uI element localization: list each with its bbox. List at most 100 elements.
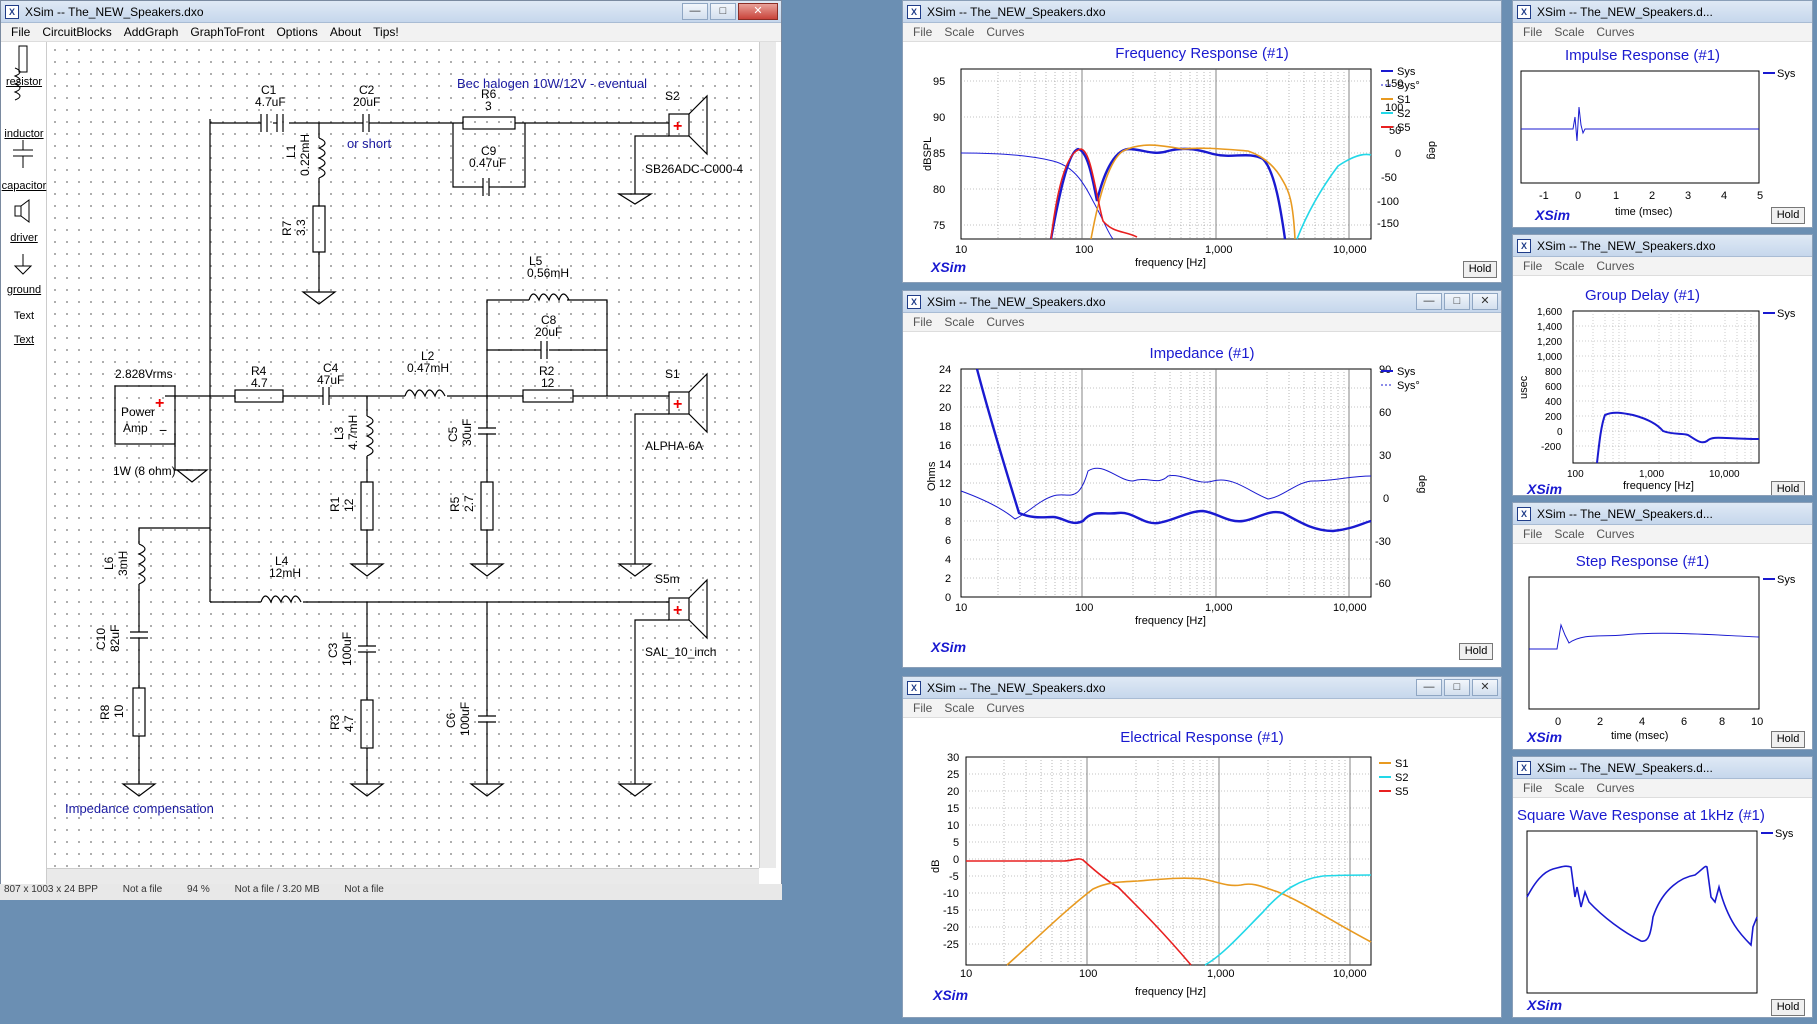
r1-symbol <box>360 481 374 531</box>
square-menu-file[interactable]: File <box>1523 781 1543 795</box>
elec-window-title: XSim -- The_NEW_Speakers.dxo <box>927 681 1106 695</box>
freq-menu-curves[interactable]: Curves <box>986 25 1025 39</box>
close-icon[interactable]: ✕ <box>738 3 778 20</box>
gd-menu-curves[interactable]: Curves <box>1596 259 1635 273</box>
schematic-canvas[interactable]: + + + + C1 4.7uF C2 20uF R6 3 C9 0.47uF … <box>47 42 759 885</box>
elec-xsim-logo: XSim <box>933 987 969 1003</box>
step-xtick: 4 <box>1639 716 1645 728</box>
freq-titlebar[interactable]: X XSim -- The_NEW_Speakers.dxo <box>903 1 1501 23</box>
step-menu-scale[interactable]: Scale <box>1554 527 1585 541</box>
r1-value: 12 <box>342 498 356 512</box>
freq-menu-file[interactable]: File <box>913 25 933 39</box>
square-titlebar[interactable]: X XSim -- The_NEW_Speakers.d... <box>1513 757 1812 779</box>
palette-driver[interactable]: driver <box>10 232 38 244</box>
gd-ytick: 200 <box>1545 412 1562 423</box>
ground-c6 <box>469 783 505 797</box>
square-menu-scale[interactable]: Scale <box>1554 781 1585 795</box>
minimize-icon[interactable]: — <box>1416 679 1442 696</box>
elec-titlebar[interactable]: X XSim -- The_NEW_Speakers.dxo — □ ✕ <box>903 677 1501 699</box>
freq-menu-scale[interactable]: Scale <box>944 25 975 39</box>
ground-s1 <box>617 563 653 577</box>
imp-ytick: 18 <box>939 421 951 433</box>
s1-plus-icon: + <box>673 396 682 413</box>
menu-addgraph[interactable]: AddGraph <box>123 25 179 39</box>
close-icon[interactable]: ✕ <box>1472 293 1498 310</box>
r6-symbol <box>462 116 516 130</box>
freq-hold-button[interactable]: Hold <box>1463 261 1497 278</box>
impulse-xtick: 1 <box>1613 190 1619 202</box>
elec-menu-curves[interactable]: Curves <box>986 701 1025 715</box>
minimize-icon[interactable]: — <box>682 3 708 20</box>
close-icon[interactable]: ✕ <box>1472 679 1498 696</box>
gd-xtick: 100 <box>1567 469 1584 480</box>
imp-ytick: 14 <box>939 459 951 471</box>
r1-name: R1 <box>328 496 342 512</box>
impulse-menu-curves[interactable]: Curves <box>1596 25 1635 39</box>
imp-legend-sys-phase: Sys° <box>1397 380 1420 392</box>
step-menu-file[interactable]: File <box>1523 527 1543 541</box>
c2-symbol <box>362 114 370 132</box>
menu-about[interactable]: About <box>329 25 362 39</box>
imp-titlebar[interactable]: X XSim -- The_NEW_Speakers.dxo — □ ✕ <box>903 291 1501 313</box>
elec-menu-scale[interactable]: Scale <box>944 701 975 715</box>
impulse-menu-file[interactable]: File <box>1523 25 1543 39</box>
elec-xlabel: frequency [Hz] <box>1135 986 1206 998</box>
square-hold-button[interactable]: Hold <box>1771 999 1805 1016</box>
elec-menu-file[interactable]: File <box>913 701 933 715</box>
capacitor-icon <box>13 140 33 168</box>
maximize-icon[interactable]: □ <box>1444 679 1470 696</box>
s2-driver-cone <box>688 94 708 156</box>
palette-text[interactable]: Text <box>13 310 35 322</box>
freq-chart: 95 90 85 80 75 150 100 50 0 -50 -100 -15… <box>922 66 1438 269</box>
imp-menu-scale[interactable]: Scale <box>944 315 975 329</box>
s2-name: S2 <box>665 89 680 103</box>
impulse-menu-scale[interactable]: Scale <box>1554 25 1585 39</box>
menu-circuitblocks[interactable]: CircuitBlocks <box>42 25 112 39</box>
square-menu-curves[interactable]: Curves <box>1596 781 1635 795</box>
menu-graphtofront[interactable]: GraphToFront <box>190 25 265 39</box>
imp-menu-curves[interactable]: Curves <box>986 315 1025 329</box>
maximize-icon[interactable]: □ <box>710 3 736 20</box>
elec-ytick: 10 <box>947 820 959 832</box>
impulse-titlebar[interactable]: X XSim -- The_NEW_Speakers.d... <box>1513 1 1812 23</box>
menu-options[interactable]: Options <box>276 25 318 39</box>
imp-hold-button[interactable]: Hold <box>1459 643 1493 660</box>
step-menu-curves[interactable]: Curves <box>1596 527 1635 541</box>
gd-titlebar[interactable]: X XSim -- The_NEW_Speakers.dxo <box>1513 235 1812 257</box>
imp-menu-file[interactable]: File <box>913 315 933 329</box>
step-titlebar[interactable]: X XSim -- The_NEW_Speakers.d... <box>1513 503 1812 525</box>
gd-menu-file[interactable]: File <box>1523 259 1543 273</box>
palette-capacitor[interactable]: capacitor <box>1 180 47 192</box>
palette-resistor[interactable]: resistor <box>5 76 43 88</box>
menu-file[interactable]: File <box>11 25 31 39</box>
imp-y2tick: -30 <box>1375 536 1391 548</box>
amp-label-2: Amp <box>123 421 148 435</box>
gd-hold-button[interactable]: Hold <box>1771 481 1805 495</box>
xsim-app-icon: X <box>1517 761 1531 775</box>
palette-ground[interactable]: ground <box>6 284 42 296</box>
xsim-app-icon: X <box>907 295 921 309</box>
c2-value: 20uF <box>353 95 380 109</box>
palette-text-link[interactable]: Text <box>13 334 35 346</box>
r8-name: R8 <box>98 704 112 720</box>
amp-label-1: Power <box>121 405 155 419</box>
maximize-icon[interactable]: □ <box>1444 293 1470 310</box>
impulse-hold-button[interactable]: Hold <box>1771 207 1805 224</box>
menu-tips[interactable]: Tips! <box>373 25 399 39</box>
palette-inductor[interactable]: inductor <box>4 128 44 140</box>
schematic-vertical-scrollbar[interactable] <box>759 42 776 868</box>
square-plot-area <box>1526 830 1758 994</box>
amp-power: 1W (8 ohm) <box>113 464 176 478</box>
gd-menu-scale[interactable]: Scale <box>1554 259 1585 273</box>
r8-value: 10 <box>112 704 126 718</box>
gd-xtick: 1,000 <box>1639 469 1664 480</box>
freq-xtick: 10 <box>955 244 967 256</box>
minimize-icon[interactable]: — <box>1416 293 1442 310</box>
schematic-titlebar[interactable]: X XSim -- The_NEW_Speakers.dxo — □ ✕ <box>1 1 781 23</box>
imp-ytick: 22 <box>939 383 951 395</box>
step-hold-button[interactable]: Hold <box>1771 731 1805 748</box>
elec-ylabel: dB <box>930 860 942 873</box>
xsim-app-icon: X <box>907 681 921 695</box>
step-chart: Sys 0 2 4 6 8 10 time (msec) <box>1528 574 1796 742</box>
schematic-horizontal-scrollbar[interactable] <box>47 868 759 885</box>
